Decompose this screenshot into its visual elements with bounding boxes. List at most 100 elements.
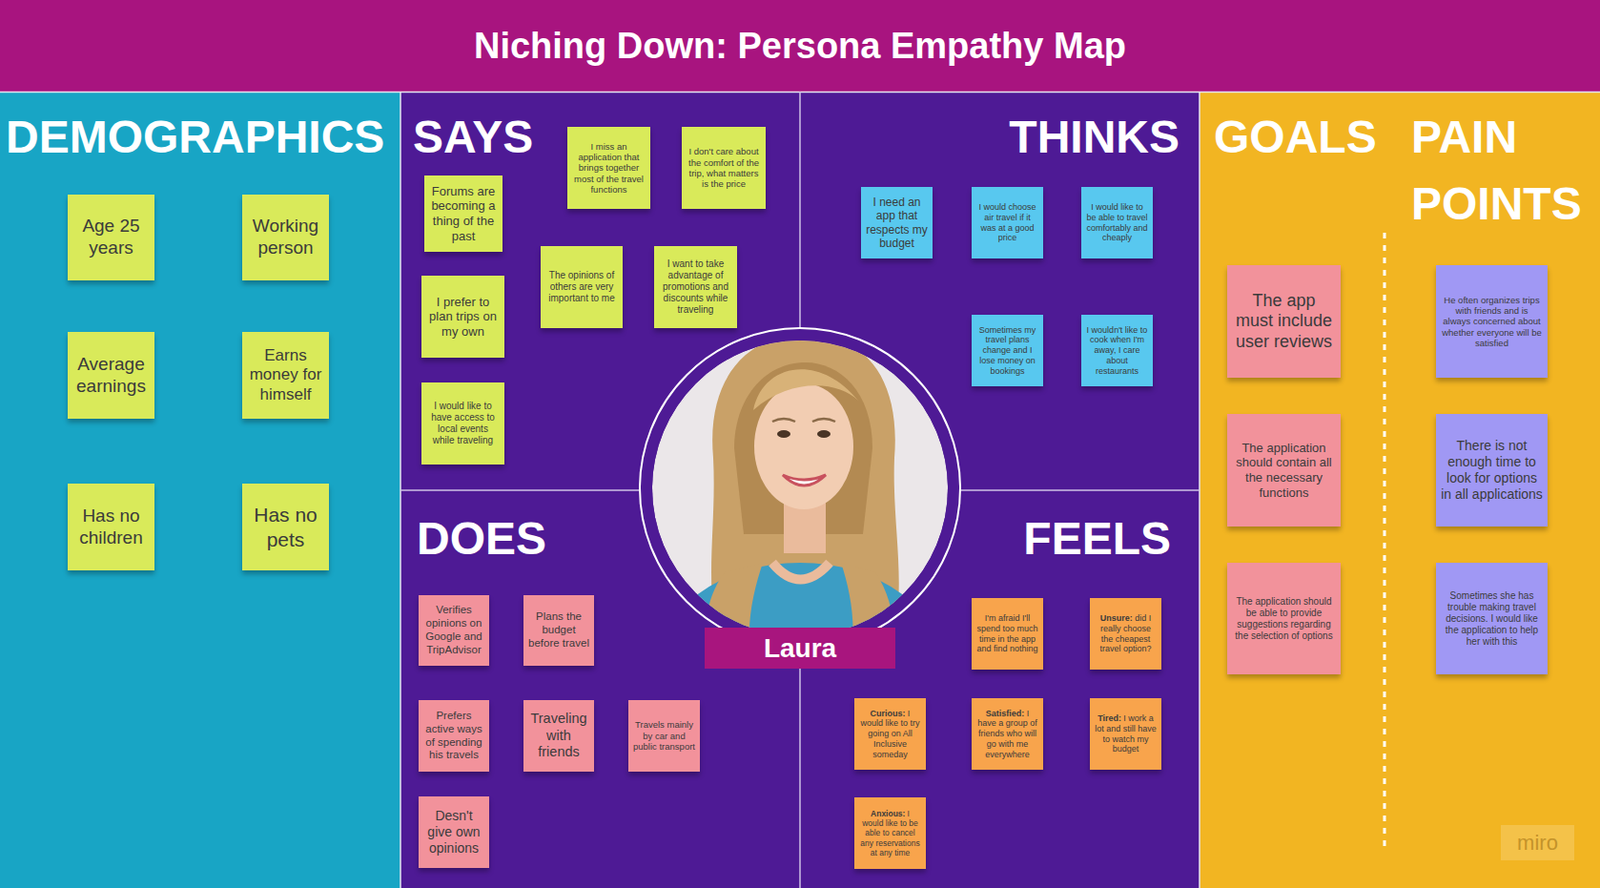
section-heading: PAIN POINTS: [1411, 103, 1595, 238]
sticky-note: Age 25 years: [67, 194, 155, 281]
note-text: I don't care about the comfort of the tr…: [686, 145, 761, 190]
empathy-section: PAIN POINTS He often organizes trips with…: [1384, 91, 1600, 888]
note-text: Has no children: [72, 505, 150, 550]
empathy-section: FEELS I'm afraid I'll spend too much time…: [800, 490, 1200, 888]
sticky-note: Unsure:did I really choose the cheapest …: [1089, 597, 1162, 670]
map-title: Niching Down: Persona Empathy Map: [0, 0, 1600, 92]
note-text: Age 25 years: [72, 215, 150, 260]
watermark: miro: [1500, 824, 1575, 861]
note-body: Earns money for himself: [249, 346, 323, 404]
empathy-section: DEMOGRAPHICS Age 25 years Working personAv…: [0, 91, 401, 888]
note-body: There is not enough time to look for opt…: [1440, 437, 1543, 501]
note-lead: Unsure:: [1100, 613, 1133, 623]
note-text: I miss an application that brings togeth…: [572, 141, 646, 196]
note-text: Desn't give own opinions: [423, 807, 485, 856]
demographics-ground: [0, 91, 401, 888]
note-text: I would like to be able to travel comfor…: [1086, 202, 1149, 244]
sticky-note: Earns money for himself: [242, 331, 329, 419]
empathy-section: THINKSI need an app that respects my bud…: [800, 91, 1200, 491]
note-body: He often organizes trips with friends an…: [1441, 294, 1542, 349]
note-text: Verifies opinions on Google and TripAdvi…: [423, 603, 485, 657]
sticky-note: Has no pets: [242, 483, 329, 571]
sticky-note: Traveling with friends: [523, 699, 595, 772]
sticky-note: I'm afraid I'll spend too much time in t…: [971, 597, 1044, 670]
goals-ground: [1199, 91, 1600, 888]
sticky-note: Verifies opinions on Google and TripAdvi…: [418, 594, 490, 666]
sticky-note: I don't care about the comfort of the tr…: [681, 126, 766, 209]
sticky-note: Forums are becoming a thing of the past: [424, 175, 503, 252]
note-body: Prefers active ways of spending his trav…: [425, 709, 482, 760]
sticky-note: Satisfied:I have a group of friends who …: [971, 697, 1044, 770]
note-body: Traveling with friends: [530, 710, 587, 759]
note-lead: Anxious:: [870, 808, 905, 819]
sticky-note: The app must include user reviews: [1227, 265, 1341, 378]
empathy-section: GOALSThe app must include user reviewsTh…: [1199, 91, 1385, 888]
note-body: Age 25 years: [82, 215, 140, 258]
section-heading: DEMOGRAPHICS: [5, 109, 385, 165]
sticky-note: Desn't give own opinions: [418, 796, 490, 868]
sticky-note: I would choose air travel if it was at a…: [971, 186, 1044, 259]
persona-name: Laura: [763, 633, 837, 664]
note-body: Plans the budget before travel: [528, 610, 590, 649]
note-body: I prefer to plan trips on my own: [429, 294, 497, 339]
note-text: There is not enough time to look for opt…: [1440, 437, 1543, 502]
note-lead: Tired:: [1097, 713, 1122, 723]
note-body: I would choose air travel if it was at a…: [978, 202, 1036, 243]
sticky-note: Sometimes my travel plans change and I l…: [971, 314, 1044, 387]
note-text: Forums are becoming a thing of the past: [429, 184, 498, 244]
note-text: Anxious:I would like to be able to cance…: [859, 808, 922, 858]
note-text: I would choose air travel if it was at a…: [976, 202, 1039, 244]
note-text: Traveling with friends: [528, 710, 590, 760]
sticky-note: The opinions of others are very importan…: [540, 246, 623, 329]
sticky-note: I prefer to plan trips on my own: [421, 275, 505, 358]
note-body: Working person: [252, 215, 319, 258]
note-body: Sometimes my travel plans change and I l…: [979, 325, 1037, 376]
note-body: I would like to be able to travel comfor…: [1086, 202, 1148, 243]
note-text: I need an app that respects my budget: [865, 195, 928, 251]
persona-name-tag: Laura: [704, 627, 896, 669]
sticky-note: Travels mainly by car and public transpo…: [628, 699, 700, 772]
note-text: Working person: [246, 215, 325, 260]
title-band: [0, 0, 1600, 92]
note-body: The app must include user reviews: [1235, 290, 1333, 351]
sticky-note: I would like to have access to local eve…: [421, 382, 505, 465]
sticky-note: The application should contain all the n…: [1227, 413, 1341, 527]
note-lead: Curious:: [870, 708, 906, 718]
note-body: I miss an application that brings togeth…: [574, 141, 644, 196]
note-body: I want to take advantage of promotions a…: [662, 258, 729, 315]
note-text: Earns money for himself: [246, 346, 325, 405]
note-body: The application should be able to provid…: [1234, 595, 1333, 641]
sticky-note: Curious:I would like to try going on All…: [854, 697, 926, 770]
note-text: The application should contain all the n…: [1231, 440, 1336, 500]
note-text: The opinions of others are very importan…: [545, 269, 618, 305]
empathy-section: DOESVerifies opinions on Google and Trip…: [400, 490, 800, 888]
note-text: Plans the budget before travel: [528, 610, 590, 650]
note-text: I want to take advantage of promotions a…: [658, 258, 733, 316]
note-body: Sometimes she has trouble making travel …: [1445, 590, 1539, 647]
dashed-separator: [1383, 232, 1387, 853]
sticky-note: Working person: [242, 194, 329, 281]
sticky-note: Has no children: [67, 483, 155, 571]
note-body: Desn't give own opinions: [427, 807, 480, 856]
sticky-note: Sometimes she has trouble making travel …: [1435, 562, 1548, 675]
note-text: Average earnings: [72, 353, 150, 398]
note-body: Average earnings: [76, 353, 146, 396]
note-text: The app must include user reviews: [1231, 290, 1336, 353]
sticky-note: I would like to be able to travel comfor…: [1081, 186, 1153, 259]
note-text: Sometimes she has trouble making travel …: [1440, 590, 1543, 648]
section-heading: FEELS: [1023, 511, 1171, 567]
note-body: I'm afraid I'll spend too much time in t…: [976, 613, 1038, 654]
sticky-note: Average earnings: [67, 331, 155, 419]
note-text: Unsure:did I really choose the cheapest …: [1094, 613, 1157, 655]
note-body: I wouldn't like to cook when I'm away, I…: [1087, 325, 1149, 376]
note-text: Travels mainly by car and public transpo…: [633, 718, 696, 752]
note-lead: Satisfied:: [985, 708, 1026, 718]
empathy-section: SAYSForums are becoming a thing of the p…: [400, 91, 800, 491]
note-body: Has no pets: [253, 503, 318, 550]
note-text: He often organizes trips with friends an…: [1440, 294, 1543, 349]
sticky-note: Anxious:I would like to be able to cance…: [854, 797, 926, 869]
note-body: I need an app that respects my budget: [865, 195, 928, 250]
note-text: The application should be able to provid…: [1231, 595, 1336, 642]
note-body: I don't care about the comfort of the tr…: [688, 145, 759, 189]
empathy-ground: [400, 91, 1200, 888]
